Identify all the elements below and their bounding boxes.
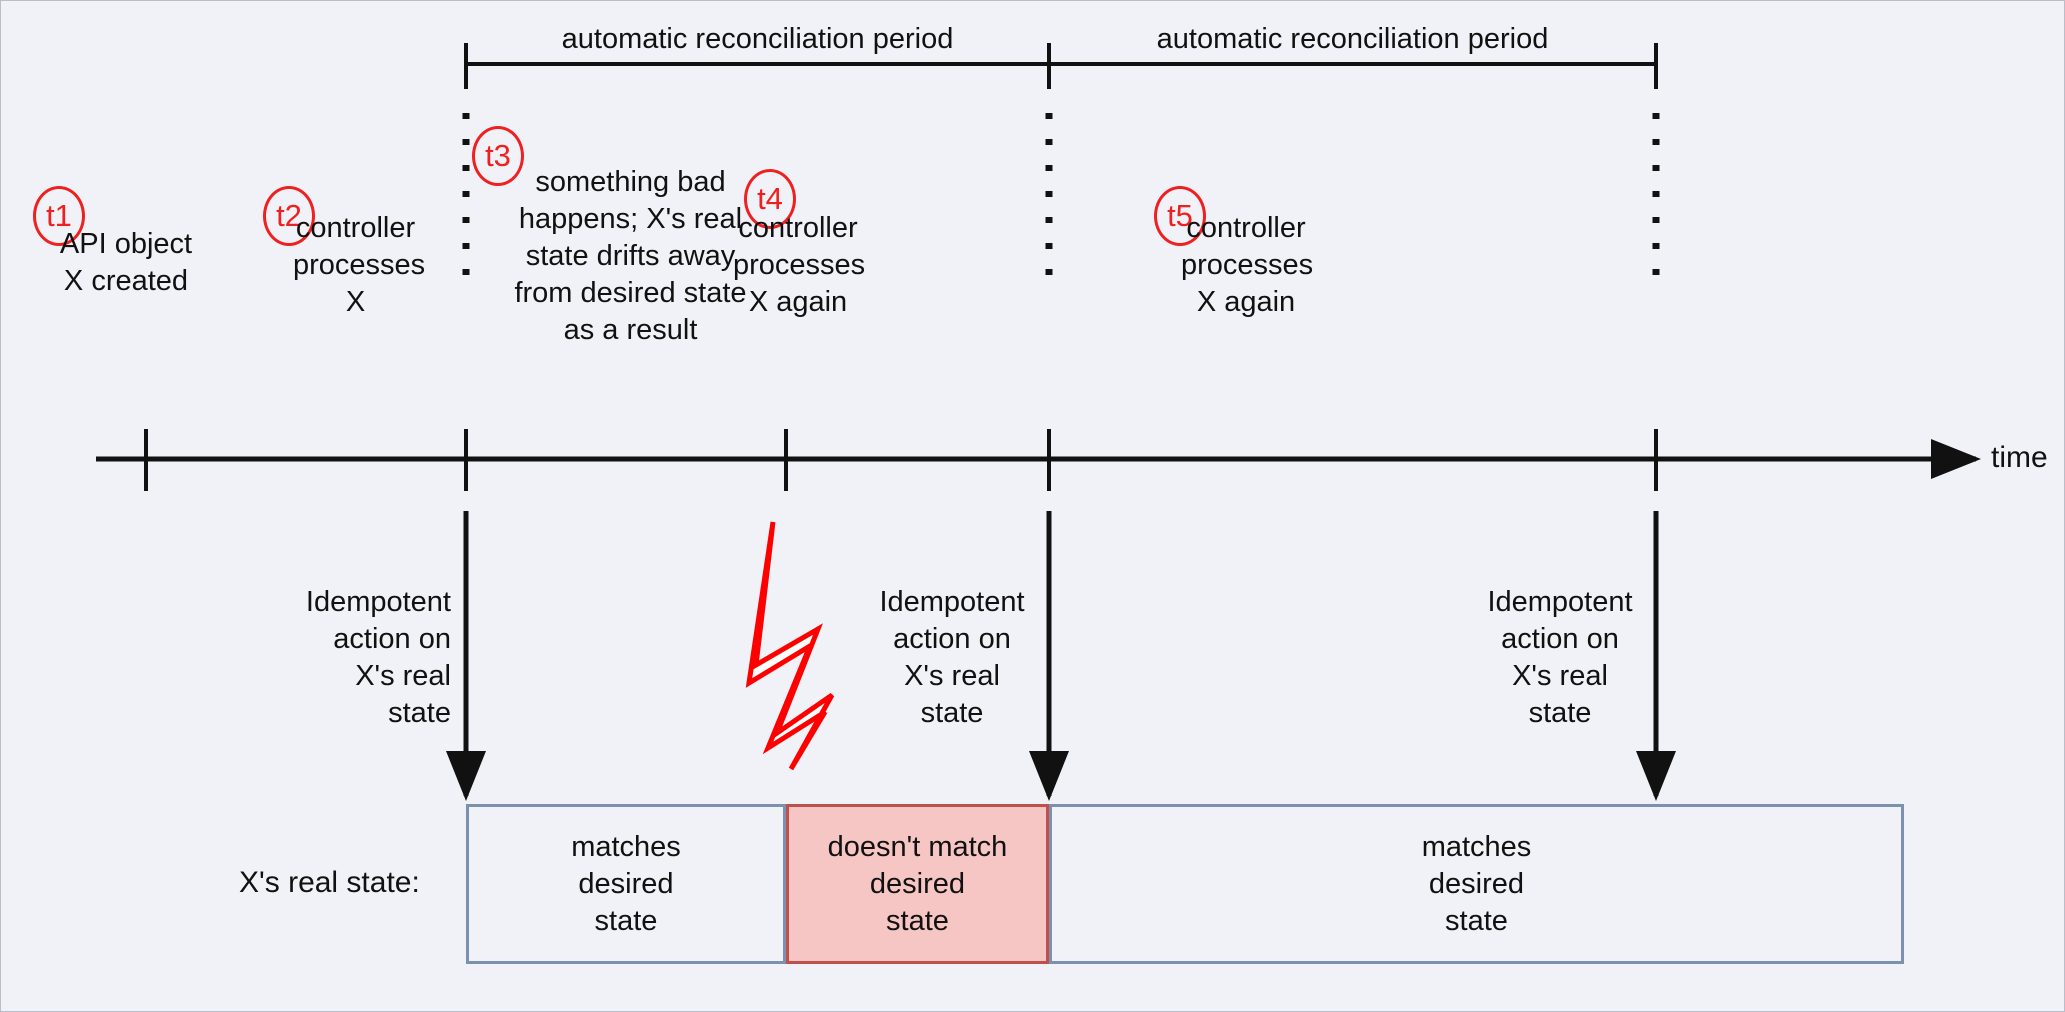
event-marker-t5[interactable]: t5 bbox=[1154, 186, 1206, 246]
event-caption-t4: controller processes X again bbox=[733, 212, 866, 318]
time-axis bbox=[96, 429, 1981, 491]
state-segment-matches-1: matches desired state bbox=[466, 804, 786, 964]
event-caption-t2: controller processes X bbox=[293, 212, 426, 318]
event-marker-t2[interactable]: t2 bbox=[263, 186, 315, 246]
period-label-1: automatic reconciliation period bbox=[561, 23, 954, 55]
period-label-2: automatic reconciliation period bbox=[1156, 23, 1549, 55]
event-caption-t3: something bad happens; X's real state dr… bbox=[514, 166, 747, 346]
event-marker-t4[interactable]: t4 bbox=[744, 169, 796, 229]
event-marker-t1[interactable]: t1 bbox=[33, 186, 85, 246]
action-caption-1: Idempotent action on X's real state bbox=[305, 586, 451, 729]
state-row-label: X's real state: bbox=[239, 866, 420, 899]
action-caption-3: Idempotent action on X's real state bbox=[1487, 586, 1633, 729]
event-caption-t1: API object X created bbox=[59, 228, 193, 297]
axis-label-time: time bbox=[1991, 441, 2048, 474]
state-segment-mismatch: doesn't match desired state bbox=[786, 804, 1049, 964]
state-segment-matches-2: matches desired state bbox=[1049, 804, 1904, 964]
lightning-bolt-icon bbox=[745, 521, 835, 771]
action-caption-2: Idempotent action on X's real state bbox=[879, 586, 1025, 729]
event-caption-t5: controller processes X again bbox=[1181, 212, 1314, 318]
event-marker-t3[interactable]: t3 bbox=[472, 126, 524, 186]
